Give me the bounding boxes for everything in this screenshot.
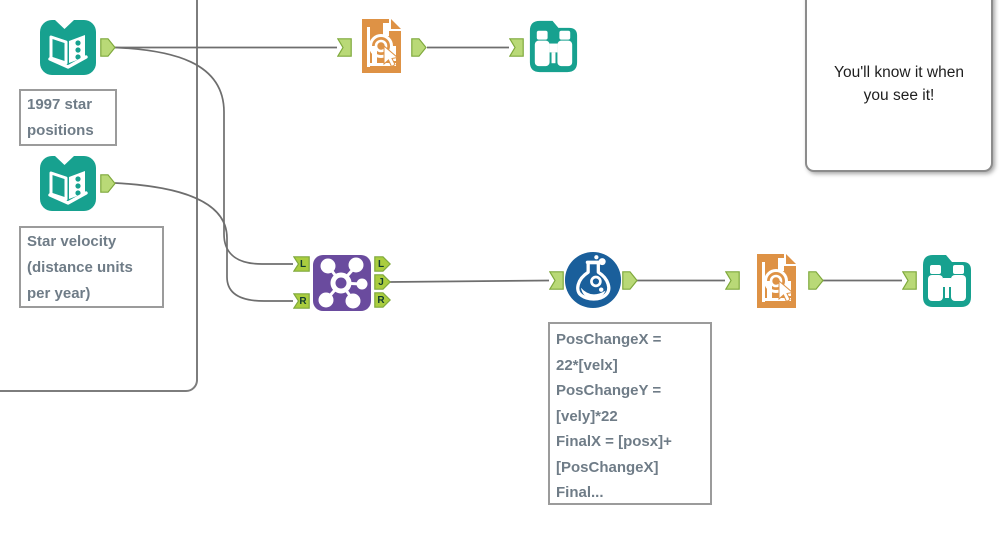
browse-tool-2[interactable] bbox=[917, 251, 977, 316]
input1-label-line: 1997 star bbox=[27, 96, 93, 113]
join-anchor-letter: J bbox=[378, 276, 384, 288]
browse2-input-anchor[interactable] bbox=[902, 271, 917, 290]
input-data-tool-2[interactable] bbox=[38, 153, 98, 218]
formula-output-anchor[interactable] bbox=[622, 271, 638, 290]
formula-annotation-line: [PosChangeX] bbox=[556, 458, 659, 476]
comment-box[interactable]: You'll know it when you see it! bbox=[805, 0, 993, 172]
input1-label-box[interactable]: 1997 star positions bbox=[19, 89, 117, 146]
wire-input2-join-r[interactable] bbox=[114, 182, 293, 302]
chart1-output-anchor[interactable] bbox=[411, 38, 427, 57]
container-box[interactable] bbox=[0, 0, 198, 392]
join-anchor-letter: R bbox=[377, 294, 385, 306]
formula-annotation-line: Final... bbox=[556, 484, 604, 501]
input1-output-anchor[interactable] bbox=[100, 38, 116, 57]
input2-label-line: per year) bbox=[27, 285, 91, 302]
input2-label-line: Star velocity bbox=[27, 233, 117, 250]
comment-text-line: You'll know it when bbox=[834, 64, 964, 81]
join-anchor-letter: R bbox=[299, 295, 307, 307]
formula-annotation-line: FinalX = [posx]+ bbox=[556, 433, 672, 450]
browse-icon bbox=[923, 255, 971, 307]
browse-icon bbox=[529, 20, 578, 73]
interactive-chart-tool-1[interactable] bbox=[351, 17, 409, 80]
input-data-icon bbox=[40, 20, 96, 75]
interactive-chart-tool-2[interactable] bbox=[746, 252, 804, 315]
formula-annotation-line: 22*[velx] bbox=[556, 356, 618, 374]
chart2-input-anchor[interactable] bbox=[725, 271, 740, 290]
join-output-anchor-r[interactable]: R bbox=[374, 292, 391, 308]
chart2-output-anchor[interactable] bbox=[808, 271, 824, 290]
join-output-anchor-j[interactable]: J bbox=[374, 274, 391, 290]
join-tool[interactable] bbox=[312, 253, 372, 318]
join-icon bbox=[313, 255, 371, 311]
formula-tool[interactable] bbox=[564, 251, 622, 314]
formula-annotation-line: [vely]*22 bbox=[556, 407, 618, 425]
input-data-tool-1[interactable] bbox=[38, 17, 98, 82]
browse-tool-1[interactable] bbox=[524, 17, 583, 81]
formula-input-anchor[interactable] bbox=[549, 271, 564, 290]
formula-annotation-line: PosChangeX = bbox=[556, 331, 662, 348]
formula-annotation-line: PosChangeY = bbox=[556, 382, 662, 399]
wire-join-formula[interactable] bbox=[389, 279, 550, 283]
interactive-chart-icon bbox=[757, 254, 796, 308]
browse1-input-anchor[interactable] bbox=[509, 38, 524, 57]
join-anchor-letter: L bbox=[299, 258, 307, 270]
interactive-chart-icon bbox=[362, 19, 401, 73]
input1-label-line: positions bbox=[27, 122, 94, 139]
input-data-icon bbox=[40, 156, 96, 211]
join-anchor-letter: L bbox=[377, 258, 385, 270]
input2-label-line: (distance units bbox=[27, 259, 133, 276]
chart1-input-anchor[interactable] bbox=[337, 38, 352, 57]
join-output-anchor-l[interactable]: L bbox=[374, 256, 391, 272]
join-input-anchor-r[interactable]: R bbox=[293, 293, 310, 309]
comment-text-line: you see it! bbox=[863, 87, 935, 104]
formula-icon bbox=[564, 251, 622, 309]
input2-label-box[interactable]: Star velocity (distance units per year) bbox=[19, 226, 164, 308]
join-input-anchor-l[interactable]: L bbox=[293, 256, 310, 272]
wire-input1-join-l[interactable] bbox=[114, 46, 293, 265]
input2-output-anchor[interactable] bbox=[100, 174, 116, 193]
formula-annotation-box[interactable]: PosChangeX = 22*[velx] PosChangeY = [vel… bbox=[548, 322, 712, 505]
